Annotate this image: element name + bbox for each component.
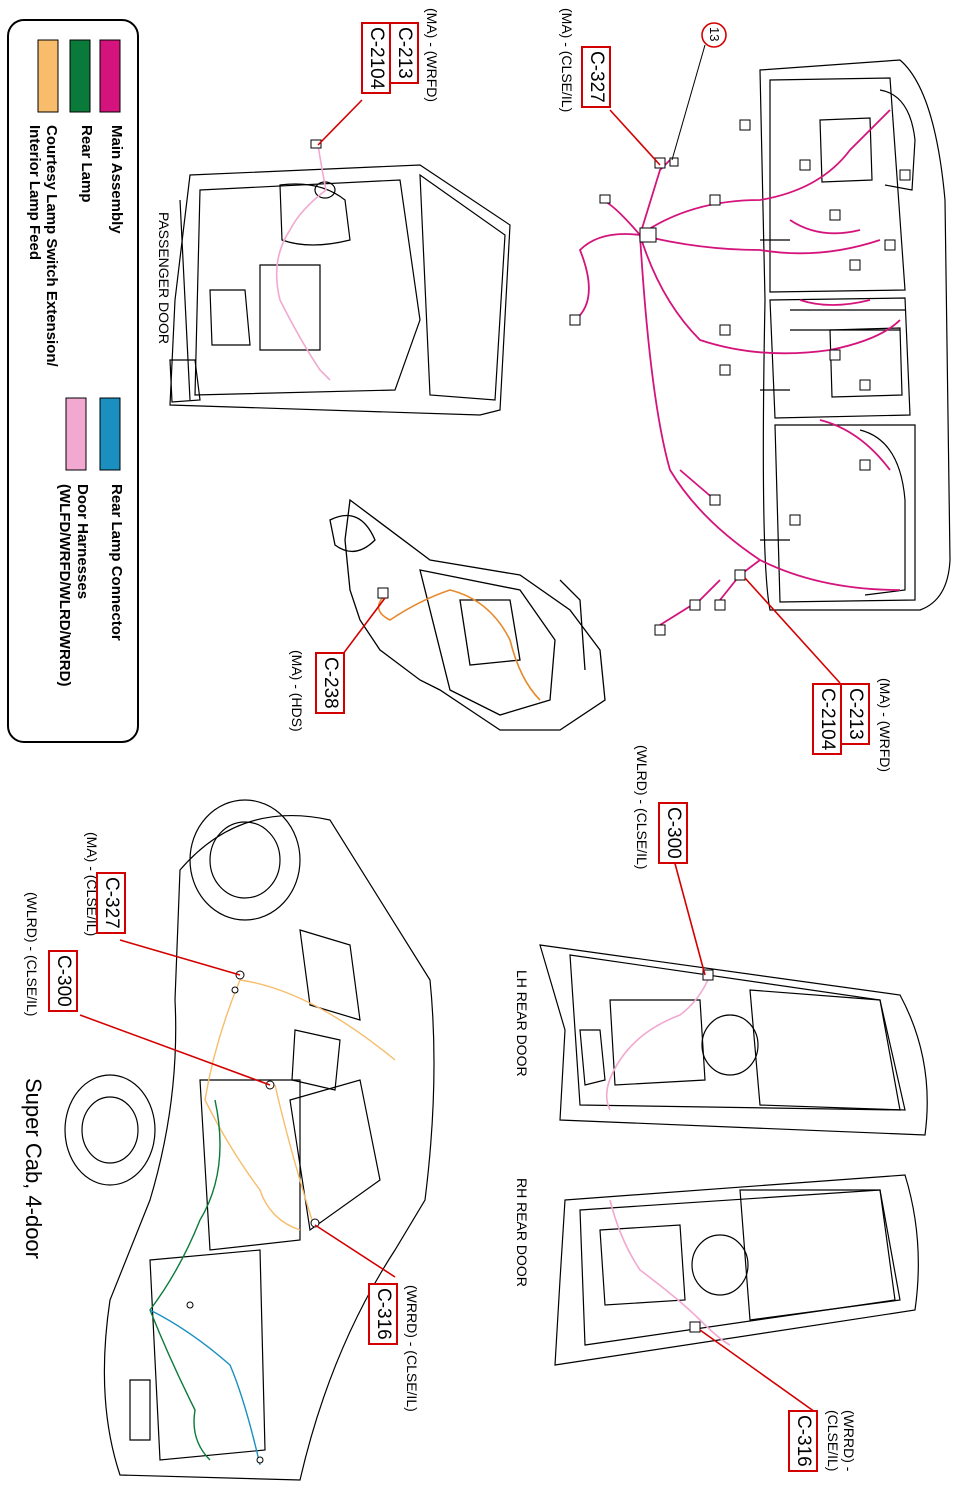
pd-c213-desc: (MA) - (WRFD) [424, 8, 440, 103]
legend-door-harnesses-codes: (WLFD/WRFD/WLRD/WRRD) [56, 484, 73, 687]
veh-c327-label: C-327 [96, 872, 126, 934]
column-harness [377, 589, 541, 701]
legend-courtesy-lamp-2: Interior Lamp Feed [26, 125, 43, 261]
legend-main-assembly: Main Assembly [108, 125, 125, 234]
rh-rear-door-connector [689, 1321, 701, 1333]
vehicle-title: Super Cab, 4-door [21, 1078, 46, 1259]
rh-rear-door-title: RH REAR DOOR [514, 1178, 530, 1287]
lh-rear-door-connector [702, 969, 714, 981]
rh-rear-door-harness [609, 1199, 731, 1346]
pd-c213-label: C-213 [389, 22, 419, 84]
column-connector [377, 587, 389, 599]
dash-c213-desc: (MA) - (WRFD) [877, 678, 893, 773]
legend-frame [7, 19, 139, 743]
dash-c2104-label: C-2104 [812, 683, 842, 756]
passenger-door-harness [275, 144, 331, 381]
veh-c316-desc: (WRRD) - (CLSE/IL) [404, 1285, 420, 1412]
main-assembly-harness [574, 109, 901, 626]
passenger-door-drawing [169, 164, 511, 416]
legend-rear-lamp-connector: Rear Lamp Connector [108, 484, 125, 641]
vehicle-connectors [186, 970, 320, 1464]
legend-rear-lamp: Rear Lamp [78, 125, 95, 203]
swatch-main-assembly [99, 39, 121, 113]
dash-connectors [569, 119, 911, 636]
veh-c300-desc: (WLRD) - (CLSE/IL) [24, 892, 40, 1017]
dash-c327-label: C-327 [581, 46, 611, 108]
rh-c316-label: C-316 [788, 1410, 818, 1472]
legend-door-harnesses: Door Harnesses [74, 484, 91, 600]
pd-c2104-label: C-2104 [361, 22, 391, 95]
callout-leaders [79, 99, 841, 1413]
lh-rear-door-drawing [539, 944, 928, 1136]
ref-number-circle [701, 22, 727, 48]
dash-c327-desc: (MA) - (CLSE/IL) [559, 8, 575, 113]
swatch-rear-lamp [69, 39, 91, 113]
swatch-courtesy-lamp [37, 39, 59, 113]
vehicle-harnesses [149, 979, 396, 1466]
col-c238-label: C-238 [315, 652, 345, 714]
rh-rear-door-drawing [554, 1174, 919, 1366]
instrument-panel-drawing [759, 59, 951, 611]
col-c238-desc: (MA) - (HDS) [289, 650, 305, 732]
passenger-door-title: PASSENGER DOOR [156, 212, 172, 344]
veh-c300-label: C-300 [48, 950, 78, 1012]
veh-c316-label: C-316 [368, 1283, 398, 1345]
ref-number: 13 [707, 27, 722, 42]
lh-c300-label: C-300 [658, 802, 688, 864]
lh-rear-door-harness [605, 974, 711, 1111]
lh-c300-desc: (WLRD) - (CLSE/IL) [634, 745, 650, 870]
rh-c316-desc-2: (CLSE/IL) [825, 1410, 841, 1472]
steering-column-drawing [329, 498, 606, 731]
vehicle-drawing [64, 799, 435, 1481]
rh-c316-desc-1: (WRRD) - [841, 1410, 857, 1472]
swatch-door-harnesses [65, 397, 87, 471]
swatch-rear-lamp-connector [99, 397, 121, 471]
dash-c213-label: C-213 [840, 683, 870, 745]
lh-rear-door-title: LH REAR DOOR [514, 970, 530, 1077]
ref-leader [671, 44, 706, 161]
passenger-door-connector [310, 139, 322, 149]
legend-courtesy-lamp-1: Courtesy Lamp Switch Extension/ [43, 125, 60, 367]
